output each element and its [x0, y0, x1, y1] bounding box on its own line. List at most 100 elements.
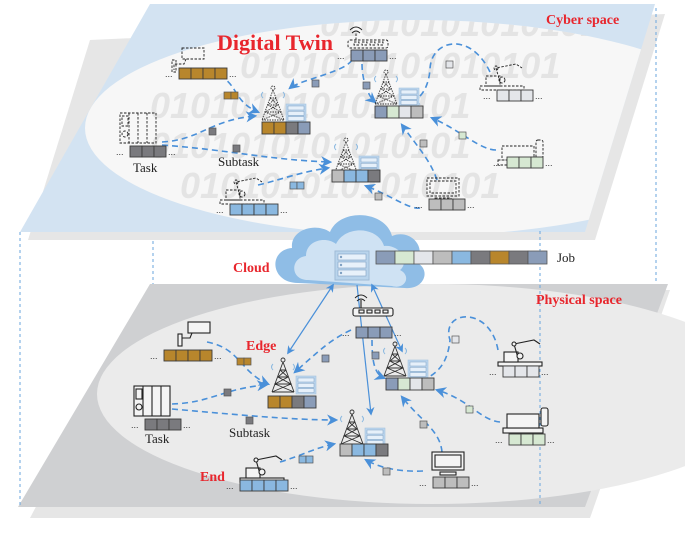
job-slot — [508, 250, 529, 265]
twin-camera-queue: ...... — [165, 67, 237, 80]
queue-slot — [251, 479, 265, 492]
cyber-ellipse — [85, 20, 655, 232]
subtask-packet — [232, 144, 241, 153]
cloud-to-edge-1-link — [287, 283, 334, 355]
cloud — [275, 215, 425, 289]
subtask-packet — [298, 455, 307, 464]
subtask-flow-arrow — [408, 43, 491, 106]
queue-slot — [267, 395, 281, 409]
queue-slot — [514, 365, 528, 378]
ellipsis-left: ... — [342, 328, 350, 338]
queue-slot — [261, 121, 275, 135]
queue-slot — [375, 443, 389, 457]
subtask-flow-arrow — [371, 339, 387, 380]
job-slot — [489, 250, 510, 265]
subtask-packet — [321, 354, 330, 363]
ellipsis-right: ... — [545, 158, 553, 168]
twin-edge-server-1-tower-icon — [261, 85, 307, 123]
queue-slot — [502, 365, 516, 378]
queue-slot — [303, 395, 317, 409]
queue-slot — [253, 203, 267, 216]
queue-slot — [385, 377, 399, 391]
queue-slot — [265, 203, 279, 216]
cloud-edge-links — [287, 283, 404, 416]
queue-slot — [355, 326, 369, 339]
job-slot — [432, 250, 453, 265]
subtask-packet — [419, 139, 428, 148]
physical-space-label: Physical space — [536, 293, 622, 308]
queue-slot — [374, 105, 388, 119]
subtask-packet — [230, 91, 239, 100]
subtask-packet — [465, 405, 474, 414]
subtask-packet — [382, 467, 391, 476]
subtask-packet — [305, 455, 314, 464]
queue-slot — [153, 145, 167, 158]
cloud-to-edge-3-link — [356, 284, 375, 416]
ellipsis-left: ... — [415, 200, 423, 210]
ellipsis-right: ... — [467, 200, 475, 210]
digital-twin-title: Digital Twin — [217, 30, 333, 55]
ellipsis-right: ... — [394, 328, 402, 338]
twin-edge-server-3-queue — [331, 169, 381, 183]
twin-router-queue: ...... — [337, 49, 397, 62]
ellipsis-left: ... — [337, 51, 345, 61]
twin-robot-arm-queue: ...... — [216, 203, 288, 216]
queue-slot — [362, 49, 376, 62]
queue-slot — [297, 121, 311, 135]
queue-slot — [339, 443, 353, 457]
router-icon — [352, 294, 394, 317]
job-slot — [470, 250, 491, 265]
router-queue: ...... — [342, 326, 402, 339]
job-slot — [394, 250, 415, 265]
queue-slot — [452, 198, 466, 211]
subtask-flow-arrow — [209, 71, 261, 114]
subtask-packet — [236, 357, 245, 366]
queue-slot — [190, 67, 204, 80]
3d-printer-icon — [502, 407, 549, 434]
twin-3d-printer-queue: ...... — [493, 156, 553, 169]
queue-slot — [363, 443, 377, 457]
edge-server-1-queue — [267, 395, 317, 409]
subtask-flow-arrow — [400, 395, 443, 453]
twin-edge-server-1-queue — [261, 121, 311, 135]
queue-slot — [508, 89, 522, 102]
subtask-packet — [223, 388, 232, 397]
queue-slot — [199, 349, 213, 362]
queue-slot — [421, 377, 435, 391]
queue-slot — [331, 169, 345, 183]
plc-icon — [133, 385, 171, 417]
queue-slot — [187, 349, 201, 362]
task-flows — [161, 43, 501, 476]
end-label: End — [200, 470, 225, 485]
queue-slot — [285, 121, 299, 135]
edge-server-3-queue — [339, 443, 389, 457]
queue-slot — [229, 203, 243, 216]
physical-layer — [18, 284, 685, 518]
queue-slot — [141, 145, 155, 158]
queue-slot — [367, 326, 381, 339]
subtask-label-physical: Subtask — [229, 425, 271, 440]
queue-slot — [520, 433, 534, 446]
task-label-cyber: Task — [133, 160, 158, 175]
subtask-flow-arrow — [400, 123, 438, 181]
subtask-flow-arrow — [279, 440, 337, 463]
queue-slot — [526, 365, 540, 378]
ellipsis-right: ... — [541, 367, 549, 377]
queue-slot — [440, 198, 454, 211]
twin-edge-server-2-tower-icon — [374, 69, 420, 107]
queue-slot — [156, 418, 170, 431]
subtask-flow-arrow — [161, 144, 333, 168]
queue-slot — [175, 349, 189, 362]
camera-queue: ...... — [150, 349, 222, 362]
queue-slot — [241, 203, 255, 216]
subtask-flow-arrow — [171, 408, 339, 426]
queue-slot — [168, 418, 182, 431]
twin-edge-server-2-queue — [374, 105, 424, 119]
ellipsis-right: ... — [168, 147, 176, 157]
subtask-packet — [362, 81, 371, 90]
queue-slot — [178, 67, 192, 80]
subtask-packet — [458, 131, 467, 140]
subtask-packet — [419, 420, 428, 429]
edge-server-1-tower-icon — [271, 357, 317, 395]
